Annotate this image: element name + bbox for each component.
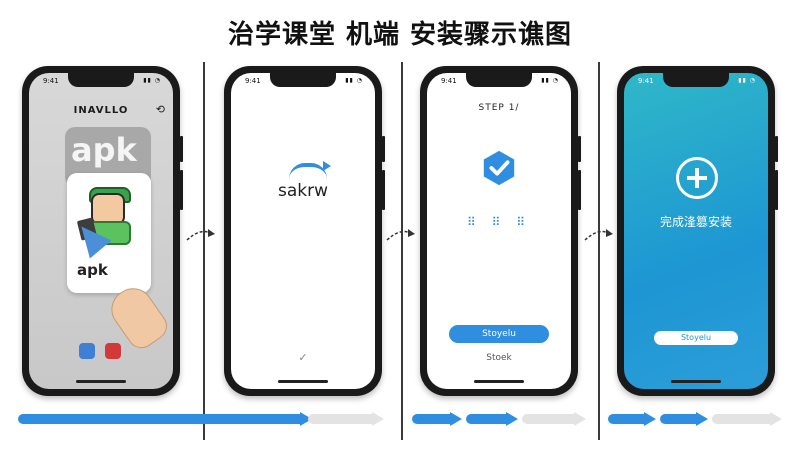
menu-icon[interactable]: ⟲ [155, 103, 165, 116]
phone-screen: 9:41 ▮▮ ◔ 完成湰篡安装 Stoyelu [624, 73, 768, 389]
arrow-icon [289, 163, 327, 179]
side-button [775, 170, 778, 210]
side-button [180, 170, 183, 210]
shield-check-icon [483, 150, 515, 186]
dashed-arrow-icon [186, 229, 215, 241]
phone-step-4: 9:41 ▮▮ ◔ 完成湰篡安装 Stoyelu [617, 66, 778, 396]
completion-text: 完成湰篡安装 [659, 215, 732, 229]
phone-screen: 9:41 ▮▮ ◔ STEP 1/ ⠿ ⠿ ⠿ Stoyelu Stoek [427, 73, 571, 389]
status-icons: ▮▮ ◔ [738, 77, 756, 84]
secondary-link[interactable]: Stoek [486, 353, 512, 363]
check-icon: ✓ [298, 351, 308, 364]
side-button [180, 136, 183, 162]
screen-text: sakrw [277, 181, 328, 201]
dashed-arrow-icon [584, 229, 613, 241]
home-indicator [76, 380, 126, 383]
notch [270, 73, 336, 87]
notch [68, 73, 134, 87]
plus-circle-icon [676, 157, 718, 199]
home-indicator [278, 380, 328, 383]
notch [663, 73, 729, 87]
divider [598, 62, 600, 440]
app-icon-blue[interactable] [79, 343, 95, 359]
side-button [382, 136, 385, 162]
apk-file-card[interactable]: apk [67, 173, 151, 293]
home-indicator [671, 380, 721, 383]
status-time: 9:41 [638, 77, 654, 85]
phone-screen: 9:41 ▮▮ ◔ INAVLLO ⟲ apk apk [29, 73, 173, 389]
side-button [775, 136, 778, 162]
divider [401, 62, 403, 440]
status-time: 9:41 [441, 77, 457, 85]
status-time: 9:41 [43, 77, 59, 85]
phone-screen: 9:41 ▮▮ ◔ sakrw ✓ [231, 73, 375, 389]
side-button [382, 170, 385, 210]
status-icons: ▮▮ ◔ [345, 77, 363, 84]
page-title: 治学课堂 机端 安装骤示谯图 [227, 20, 573, 50]
phone-step-3: 9:41 ▮▮ ◔ STEP 1/ ⠿ ⠿ ⠿ Stoyelu Stoek [420, 66, 581, 396]
status-time: 9:41 [245, 77, 261, 85]
primary-button[interactable]: Stoyelu [449, 325, 549, 343]
home-indicator [474, 380, 524, 383]
apk-big-label: apk [71, 131, 137, 169]
phone-step-1: 9:41 ▮▮ ◔ INAVLLO ⟲ apk apk [22, 66, 183, 396]
progress-dots-icon: ⠿ ⠿ ⠿ [467, 215, 531, 229]
app-icon-red[interactable] [105, 343, 121, 359]
divider [203, 62, 205, 440]
apk-small-label: apk [77, 261, 108, 279]
step-label: STEP 1/ [478, 103, 520, 113]
phone-step-2: 9:41 ▮▮ ◔ sakrw ✓ [224, 66, 385, 396]
notch [466, 73, 532, 87]
status-icons: ▮▮ ◔ [143, 77, 161, 84]
primary-button[interactable]: Stoyelu [654, 331, 738, 345]
screen-header: INAVLLO [73, 105, 129, 116]
dashed-arrow-icon [386, 229, 415, 241]
arrow-head-icon [323, 161, 331, 171]
side-button [578, 136, 581, 162]
side-button [578, 170, 581, 210]
status-icons: ▮▮ ◔ [541, 77, 559, 84]
